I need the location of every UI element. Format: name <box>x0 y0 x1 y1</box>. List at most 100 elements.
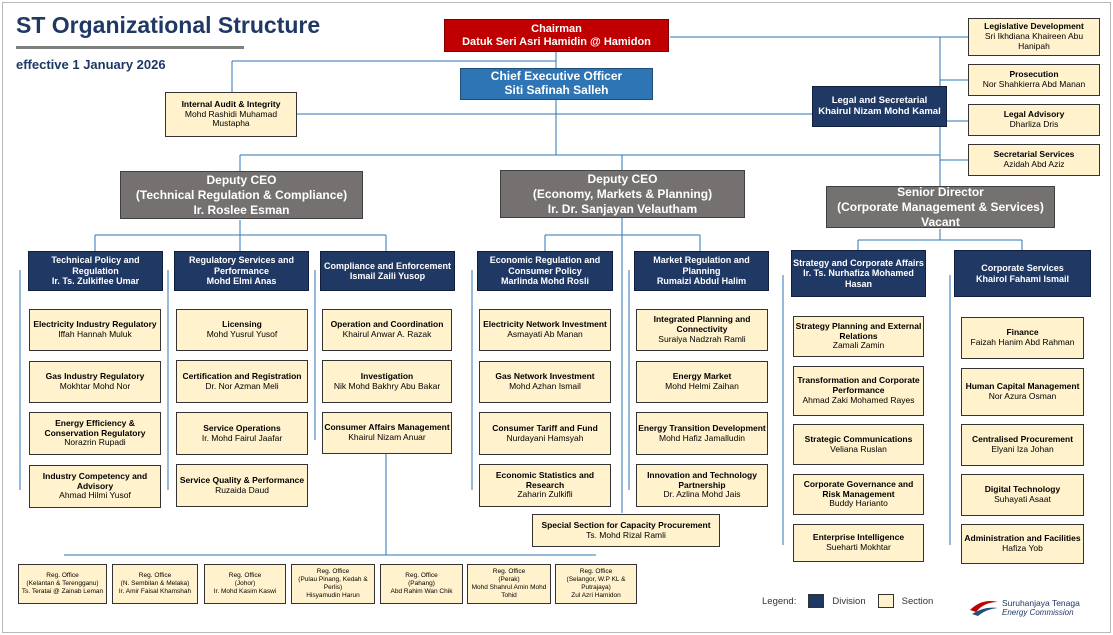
reg-office-label: Reg. Office <box>46 572 79 580</box>
chairman-name: Datuk Seri Asri Hamidin @ Hamidon <box>462 35 651 48</box>
reg-office-label: Reg. Office <box>405 572 438 580</box>
title-underline <box>16 46 244 49</box>
division-head: Ir. Ts. Nurhafiza Mohamed Hasan <box>803 268 914 289</box>
section-head: Zaharin Zulkifli <box>517 489 573 500</box>
ceo-title: Chief Executive Officer <box>490 69 623 84</box>
logo-name: Suruhanjaya Tenaga <box>1002 598 1080 608</box>
division-strategy: Strategy and Corporate Affairs Ir. Ts. N… <box>791 250 926 297</box>
section-head: Mohd Helmi Zaihan <box>665 381 739 391</box>
section-head: Mohd Hafiz Jamalludin <box>659 432 745 443</box>
section-head: Ir. Mohd Fairul Jaafar <box>201 432 283 443</box>
deputy-portfolio: (Economy, Markets & Planning) <box>532 186 713 201</box>
effective-date: effective 1 January 2026 <box>16 57 166 72</box>
section-head: Mokhtar Mohd Nor <box>59 381 131 391</box>
section-title: Industry Competency and Advisory <box>42 470 148 491</box>
division-market-regulation: Market Regulation and Planning Rumaizi A… <box>634 251 769 291</box>
legend-section-label: Section <box>901 595 934 607</box>
section-head: Veliana Ruslan <box>830 443 887 454</box>
section-head: Norazrin Rupadi <box>64 437 126 448</box>
section-head: Ruzaida Daud <box>215 484 269 495</box>
regional-office-box: Reg. Office(Pulau Pinang, Kedah & Perlis… <box>291 564 375 604</box>
section-title: Consumer Tariff and Fund <box>492 422 598 433</box>
internal-audit-name: Mohd Rashidi Muhamad Mustapha <box>184 108 278 129</box>
deputy-name: Vacant <box>921 214 960 228</box>
section-head: Sueharti Mokhtar <box>826 542 891 552</box>
division-title: Economic Regulation and Consumer Policy <box>489 255 601 276</box>
deputy-role: Deputy CEO <box>206 172 277 187</box>
division-head: Ir. Ts. Zulkiflee Umar <box>51 276 140 287</box>
logo-subtitle: Energy Commission <box>1002 608 1074 617</box>
division-title: Compliance and Enforcement <box>323 260 452 271</box>
section-head: Khairul Nizam Anuar <box>348 432 426 442</box>
deputy-ceo-economy: Deputy CEO (Economy, Markets & Planning)… <box>500 170 745 218</box>
deputy-role: Senior Director <box>897 186 984 199</box>
reg-office-area: (Selangor, W.P KL & Putrajaya) <box>566 576 626 591</box>
section-box: Strategy Planning and External Relations… <box>793 316 924 357</box>
reg-office-area: (Kelantan & Terengganu) <box>26 580 99 588</box>
section-title: Energy Market <box>672 371 732 382</box>
reg-office-head: Ir. Mohd Kasim Kaswi <box>213 587 277 595</box>
section-title: Electricity Industry Regulatory <box>33 319 157 330</box>
division-title: Technical Policy and Regulation <box>51 255 140 276</box>
deputy-name: Ir. Dr. Sanjayan Velautham <box>547 201 698 216</box>
section-head: Ts. Mohd Rizal Ramli <box>586 529 666 540</box>
ceo-box: Chief Executive Officer Siti Safinah Sal… <box>460 68 653 100</box>
section-head: Azidah Abd Aziz <box>1003 159 1065 169</box>
energy-commission-logo-icon <box>970 601 998 616</box>
section-title: Digital Technology <box>984 484 1061 495</box>
section-title: Centralised Procurement <box>971 434 1074 445</box>
reg-office-label: Reg. Office <box>492 568 526 576</box>
reg-office-head: Zul Azri Hamidon <box>571 591 621 599</box>
regional-office-box: Reg. Office(Selangor, W.P KL & Putrajaya… <box>555 564 637 604</box>
section-head: Faizah Hanim Abd Rahman <box>970 337 1075 347</box>
section-title: Human Capital Management <box>965 381 1080 392</box>
section-title: Licensing <box>222 319 262 330</box>
division-economic-regulation: Economic Regulation and Consumer Policy … <box>477 251 613 291</box>
section-title: Transformation and Corporate Performance <box>797 375 920 396</box>
division-head: Ismail Zaili Yusop <box>349 271 426 281</box>
legal-title: Legal and Secretarial <box>831 94 928 106</box>
section-title: Electricity Network Investment <box>483 319 607 330</box>
legal-section-0: Legislative Development Sri Ikhdiana Kha… <box>968 18 1100 56</box>
section-head: Dr. Azlina Mohd Jais <box>663 489 741 500</box>
division-title: Market Regulation and Planning <box>653 255 750 276</box>
legend-section-swatch <box>877 594 894 608</box>
division-head: Khairol Fahami Ismail <box>975 273 1070 284</box>
legal-name: Khairul Nizam Mohd Kamal <box>818 105 941 117</box>
deputy-role: Deputy CEO <box>587 171 658 186</box>
legal-section-2: Legal Advisory Dharliza Dris <box>968 104 1100 136</box>
reg-office-head: Abd Rahim Wan Chik <box>390 587 453 595</box>
deputy-name: Ir. Roslee Esman <box>193 202 290 217</box>
reg-office-head: Ir. Amir Faisal Khamshah <box>118 587 192 595</box>
chairman-title: Chairman <box>531 22 582 35</box>
section-head: Dr. Nor Azman Meli <box>205 380 279 391</box>
section-head: Nor Azura Osman <box>988 391 1057 401</box>
page-title: ST Organizational Structure <box>16 12 321 38</box>
legend: Legend: Division Section <box>762 594 933 608</box>
section-head: Nor Shahkierra Abd Manan <box>982 79 1086 89</box>
section-head: Nurdayani Hamsyah <box>506 432 584 443</box>
division-head: Marlinda Mohd Rosli <box>500 276 589 287</box>
section-title: Energy Efficiency & Conservation Regulat… <box>44 417 146 438</box>
section-title: Legislative Development <box>984 21 1084 32</box>
section-title: Secretarial Services <box>993 149 1075 160</box>
section-head: Mohd Yusrul Yusof <box>206 329 278 339</box>
legal-section-3: Secretarial Services Azidah Abd Aziz <box>968 144 1100 176</box>
regional-office-box: Reg. Office(Pahang)Abd Rahim Wan Chik <box>380 564 463 604</box>
deputy-portfolio: (Corporate Management & Services) <box>837 199 1044 214</box>
division-compliance: Compliance and Enforcement Ismail Zaili … <box>320 251 455 291</box>
